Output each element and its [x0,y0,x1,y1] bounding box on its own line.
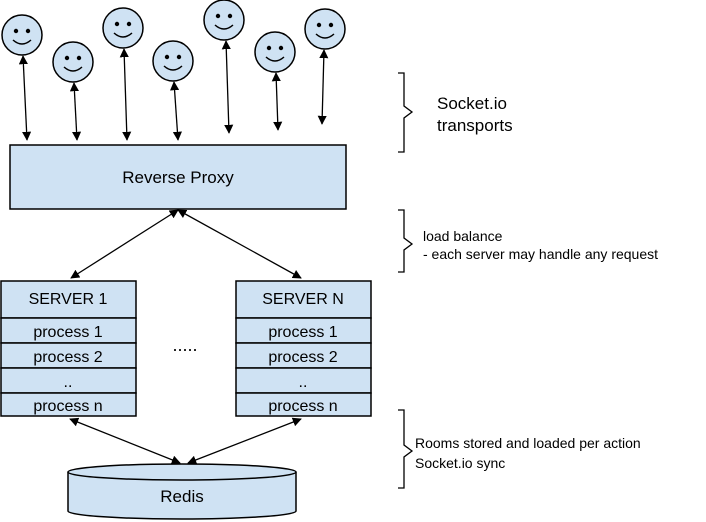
bracket-redis [398,409,414,489]
user-arrow [170,81,182,141]
users-group [1,0,346,83]
annotation-transports: Socket.io transports [437,94,513,135]
redis-label: Redis [160,487,203,506]
bracket-transports [398,72,414,153]
annotation-line: Socket.io [437,94,507,113]
annotation-line: - each server may handle any request [423,246,658,262]
annotation-line: transports [437,116,513,135]
process-label: process 2 [268,349,337,366]
user-arrow [221,40,234,134]
smiley-face-icon [152,40,194,82]
smiley-face-icon [254,31,296,73]
user-arrow [69,82,82,141]
annotation-balance: load balance - each server may handle an… [423,228,658,262]
smiley-face-icon [102,7,144,49]
reverse-proxy-label: Reverse Proxy [122,168,234,187]
smiley-face-icon [304,8,346,50]
server1-to-redis-arrow [69,417,181,465]
process-label: process n [268,398,337,415]
user-arrow [317,49,329,125]
servern-to-redis-arrow [187,417,302,465]
annotation-line: Rooms stored and loaded per action [415,435,641,451]
redis-database: Redis [67,463,297,520]
proxy-to-server1-arrow [70,209,179,279]
reverse-proxy-box: Reverse Proxy [9,144,347,210]
annotation-redis-sync: Rooms stored and loaded per action Socke… [415,435,641,471]
server-title: SERVER N [262,291,344,308]
process-label: process 1 [268,324,337,341]
proxy-to-servern-arrow [177,209,302,279]
server-n: SERVER N process 1 process 2 .. process … [235,280,372,417]
process-label: .. [64,374,73,391]
servers-ellipsis: ..... [172,335,197,355]
process-label: process 2 [33,349,102,366]
user-arrow [271,72,283,131]
bracket-balance [398,209,414,273]
annotation-line: load balance [423,228,503,244]
smiley-face-icon [1,14,43,56]
annotation-line: Socket.io sync [415,455,505,471]
user-arrow [119,48,132,141]
process-label: .. [299,374,308,391]
user-arrow [18,55,32,141]
server-1: SERVER 1 process 1 process 2 .. process … [0,280,137,417]
process-label: process 1 [33,324,102,341]
process-label: process n [33,398,102,415]
server-title: SERVER 1 [29,291,108,308]
smiley-face-icon [52,41,94,83]
smiley-face-icon [203,0,245,41]
user-arrows [18,40,329,141]
